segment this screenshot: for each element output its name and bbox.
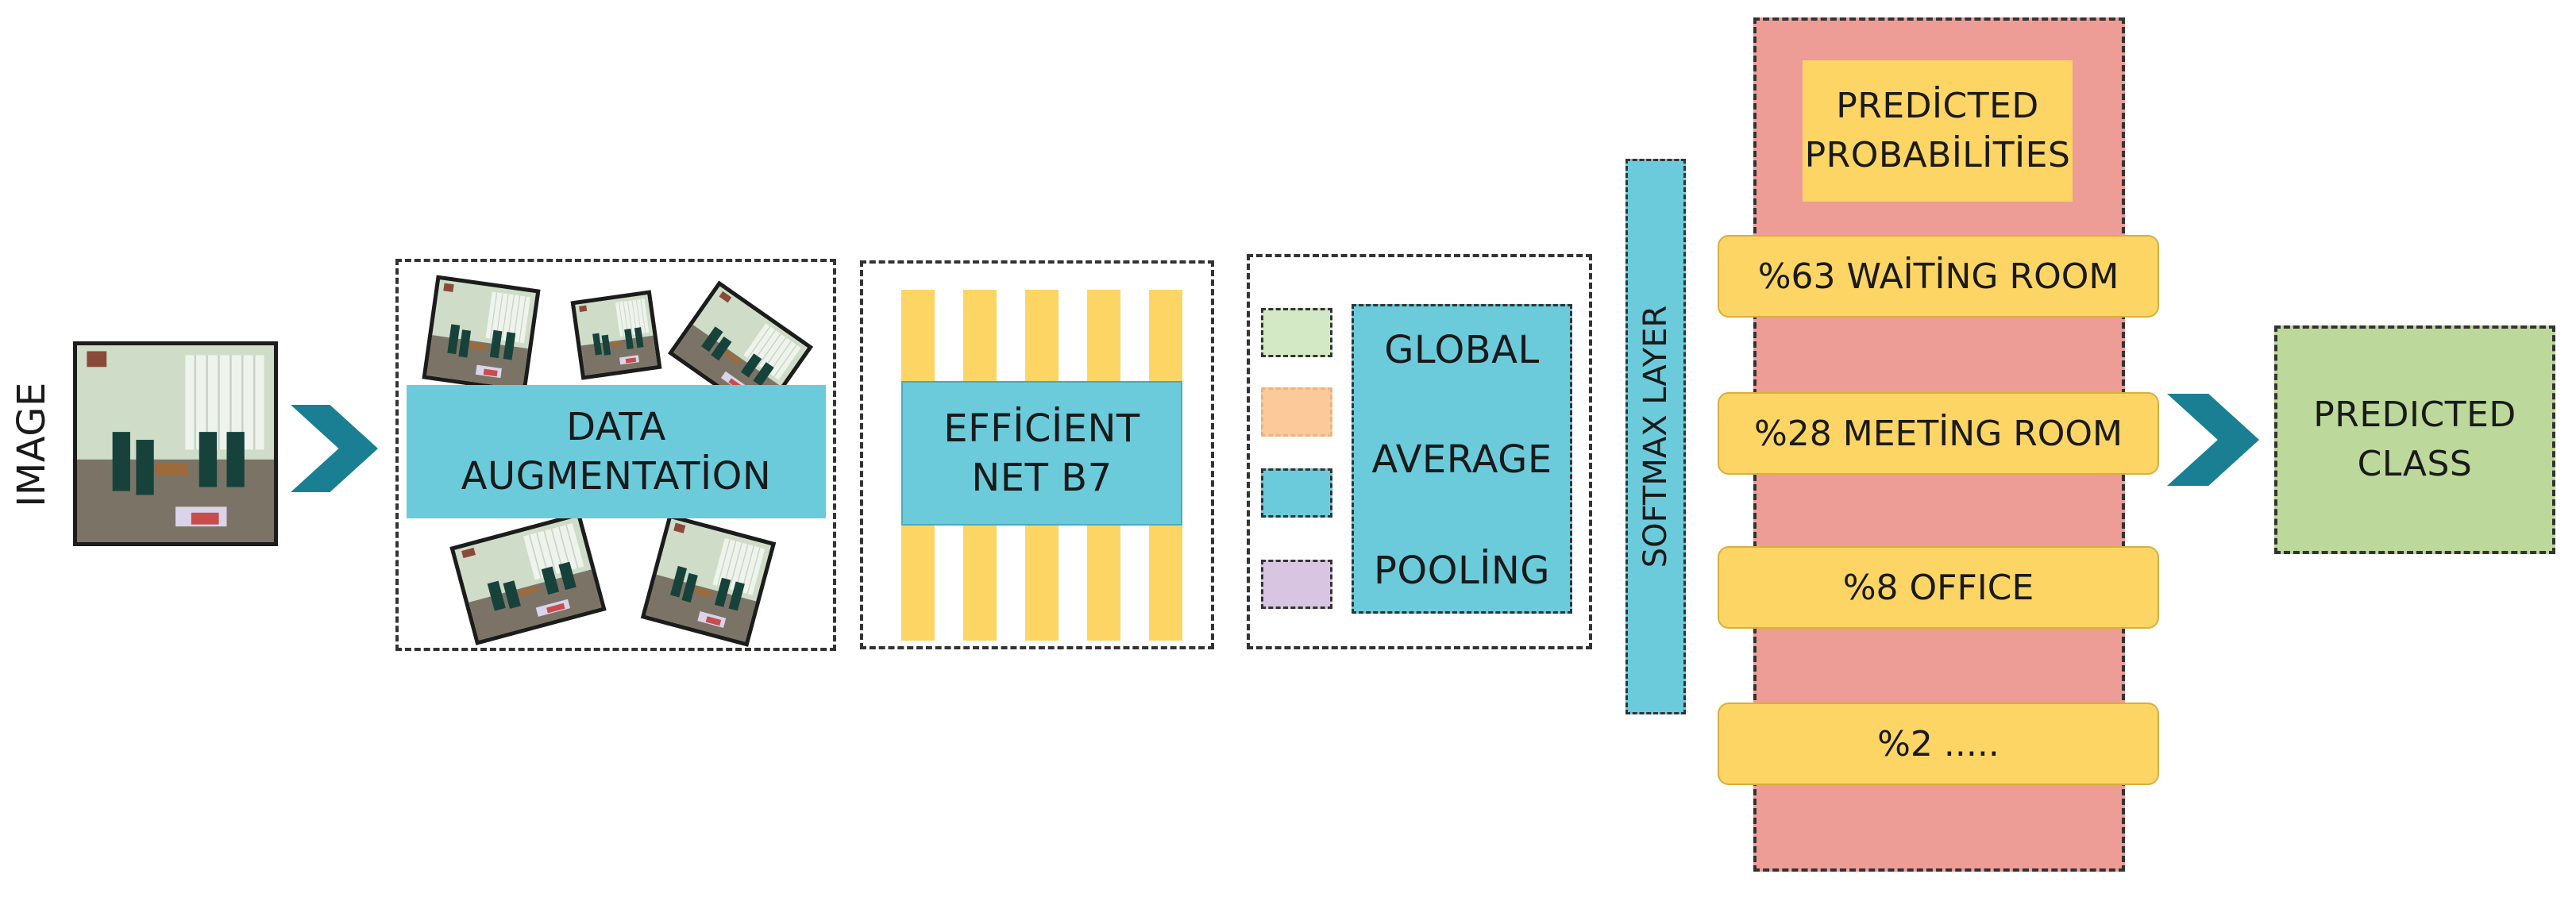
global-average-pooling-label: GLOBAL AVERAGE POOLİNG (1352, 304, 1572, 614)
probability-item: %28 MEETİNG ROOM (1718, 392, 2159, 475)
data-augmentation-label: DATA AUGMENTATİON (407, 385, 826, 518)
pooling-swatch (1261, 387, 1332, 437)
probability-item: %8 OFFICE (1718, 546, 2159, 629)
chevron-right-icon (2166, 394, 2260, 486)
softmax-layer-label: SOFTMAX LAYER (1637, 305, 1674, 568)
input-image-label: IMAGE (10, 382, 54, 507)
pooling-line-1: GLOBAL (1384, 328, 1540, 372)
input-image (73, 341, 278, 546)
data-augmentation-block (395, 259, 836, 651)
chevron-right-icon (287, 405, 381, 492)
probability-item: %63 WAİTİNG ROOM (1718, 235, 2159, 318)
predicted-class-block: PREDICTED CLASS (2274, 325, 2555, 554)
probability-item: %2 ..... (1718, 703, 2159, 785)
efficientnet-label: EFFİCİENT NET B7 (901, 381, 1182, 526)
global-average-pooling-block (1247, 254, 1592, 649)
augmented-image (422, 275, 541, 394)
pooling-swatch (1261, 560, 1332, 609)
augmented-image (570, 290, 662, 380)
softmax-layer (1625, 159, 1686, 714)
pooling-swatch (1261, 468, 1332, 518)
pooling-line-2: AVERAGE (1371, 437, 1552, 482)
pooling-swatch (1261, 308, 1332, 357)
pooling-line-3: POOLİNG (1373, 549, 1550, 593)
efficientnet-block (860, 260, 1214, 649)
predicted-probabilities-header: PREDİCTED PROBABİLİTİES (1803, 60, 2073, 202)
